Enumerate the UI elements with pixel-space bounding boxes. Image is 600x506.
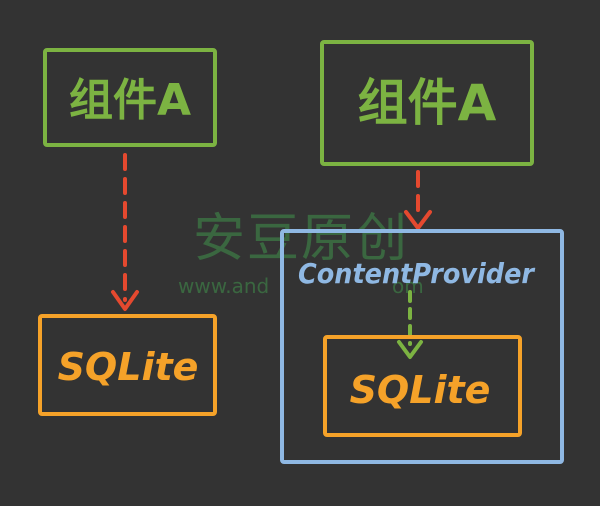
- right-component-box: [320, 40, 534, 166]
- watermark-url-start: www.and: [178, 274, 269, 298]
- content-provider-box: [280, 229, 564, 464]
- left-component-label: 组件A: [69, 75, 191, 126]
- right-storage-box: [323, 335, 522, 437]
- arrow-down-icon: [404, 210, 432, 230]
- left-storage-box: [38, 314, 217, 416]
- provider-access-flow: 组件A ContentProvider SQLite: [280, 40, 564, 464]
- watermark: 安豆原创 www.and om: [178, 209, 424, 298]
- direct-access-flow: 组件A SQLite: [38, 48, 217, 416]
- left-storage-label: SQLite: [58, 345, 199, 389]
- right-storage-label: SQLite: [350, 368, 491, 412]
- right-component-label: 组件A: [358, 74, 497, 132]
- content-provider-label: ContentProvider: [298, 257, 536, 290]
- watermark-url-end: om: [392, 274, 424, 298]
- watermark-title: 安豆原创: [193, 209, 409, 269]
- arrow-down-icon: [111, 290, 139, 311]
- arrow-down-icon: [397, 340, 423, 359]
- left-component-box: [43, 48, 217, 147]
